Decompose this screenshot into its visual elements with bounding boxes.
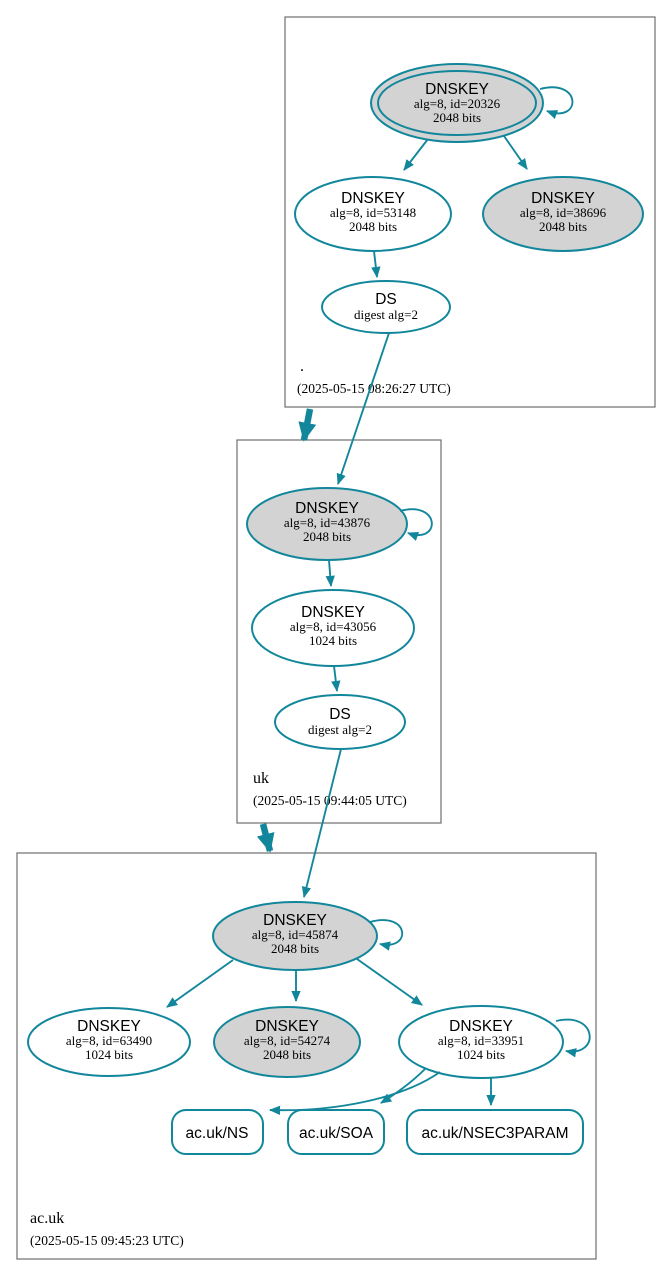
dnskey-45874-alg: alg=8, id=45874: [252, 927, 339, 942]
edge-33951-to-soa: [380, 1068, 426, 1104]
dnskey-33951-title: DNSKEY: [449, 1018, 513, 1035]
rrset-soa-label: ac.uk/SOA: [299, 1125, 374, 1142]
dnskey-node-20326-inner-ring: [377, 70, 537, 136]
ds-root-detail: digest alg=2: [354, 307, 418, 322]
ds-uk-title: DS: [329, 706, 351, 723]
dnskey-node-38696[interactable]: [482, 176, 644, 252]
dnskey-node-53148[interactable]: [294, 176, 452, 252]
dnskey-38696-alg: alg=8, id=38696: [520, 205, 607, 220]
edge-selfsign-33951: [555, 1018, 591, 1058]
ds-node-root[interactable]: [321, 280, 451, 334]
edge-33951-to-ns: [268, 1071, 441, 1116]
ds-node-uk[interactable]: [274, 694, 406, 750]
rrset-node-ac-uk-soa[interactable]: [287, 1109, 385, 1155]
dnskey-33951-bits: 1024 bits: [457, 1047, 505, 1062]
dnskey-38696-bits: 2048 bits: [539, 219, 587, 234]
edge-selfsign-43876: [399, 508, 433, 541]
dnskey-node-43056[interactable]: [251, 589, 415, 667]
edge-43876-to-43056: [325, 559, 335, 588]
dnskey-63490-bits: 1024 bits: [85, 1047, 133, 1062]
edge-45874-to-63490: [166, 959, 234, 1008]
ds-root-title: DS: [375, 291, 397, 308]
dnskey-53148-alg: alg=8, id=53148: [330, 205, 416, 220]
dnskey-63490-alg: alg=8, id=63490: [66, 1033, 152, 1048]
dnskey-43056-bits: 1024 bits: [309, 633, 357, 648]
edge-20326-to-38696: [503, 135, 528, 170]
dnskey-45874-title: DNSKEY: [263, 912, 327, 929]
zone-label-uk: uk: [253, 770, 269, 787]
zone-timestamp-root: (2025-05-15 08:26:27 UTC): [297, 381, 451, 396]
dnskey-43056-title: DNSKEY: [301, 604, 365, 621]
edge-ds-root-to-43876: [336, 332, 390, 486]
dnskey-54274-bits: 2048 bits: [263, 1047, 311, 1062]
dnskey-43876-bits: 2048 bits: [303, 529, 351, 544]
zone-timestamp-ac-uk: (2025-05-15 09:45:23 UTC): [30, 1233, 184, 1248]
rrset-node-ac-uk-nsec3param[interactable]: [406, 1109, 584, 1155]
edge-45874-to-33951: [356, 958, 423, 1006]
dnskey-node-20326[interactable]: [370, 63, 544, 143]
dnskey-node-54274[interactable]: [213, 1006, 361, 1078]
dnskey-54274-title: DNSKEY: [255, 1018, 319, 1035]
dnskey-63490-title: DNSKEY: [77, 1018, 141, 1035]
dnskey-33951-alg: alg=8, id=33951: [438, 1033, 524, 1048]
edge-53148-to-ds-root: [371, 250, 381, 279]
edge-selfsign-20326: [539, 86, 574, 119]
rrset-nsec3param-label: ac.uk/NSEC3PARAM: [421, 1125, 568, 1142]
edge-delegation-uk-to-ac-uk: [256, 823, 275, 853]
edge-delegation-root-to-uk: [298, 408, 317, 442]
dnskey-node-45874[interactable]: [212, 901, 378, 971]
ds-uk-detail: digest alg=2: [308, 722, 372, 737]
edge-ds-uk-to-45874: [301, 748, 342, 899]
dnskey-53148-title: DNSKEY: [341, 190, 405, 207]
dnskey-54274-alg: alg=8, id=54274: [244, 1033, 331, 1048]
dnskey-43876-title: DNSKEY: [295, 500, 359, 517]
rrset-ns-label: ac.uk/NS: [186, 1125, 249, 1142]
zone-label-root: .: [300, 358, 304, 375]
dnskey-node-43876[interactable]: [246, 487, 408, 561]
dnskey-node-33951[interactable]: [398, 1005, 564, 1079]
zone-timestamp-uk: (2025-05-15 09:44:05 UTC): [253, 793, 407, 808]
dnskey-20326-bits: 2048 bits: [433, 110, 481, 125]
dnskey-53148-bits: 2048 bits: [349, 219, 397, 234]
edge-43056-to-ds-uk: [331, 665, 341, 693]
dnskey-43056-alg: alg=8, id=43056: [290, 619, 377, 634]
edge-selfsign-45874: [369, 919, 404, 951]
dnskey-node-63490[interactable]: [27, 1007, 191, 1077]
dnskey-20326-alg: alg=8, id=20326: [414, 96, 501, 111]
dnskey-43876-alg: alg=8, id=43876: [284, 515, 371, 530]
dnskey-38696-title: DNSKEY: [531, 190, 595, 207]
zone-label-ac-uk: ac.uk: [30, 1210, 64, 1227]
dnskey-20326-title: DNSKEY: [425, 81, 489, 98]
rrset-node-ac-uk-ns[interactable]: [171, 1109, 264, 1155]
edge-20326-to-53148: [403, 138, 429, 171]
dnskey-45874-bits: 2048 bits: [271, 941, 319, 956]
